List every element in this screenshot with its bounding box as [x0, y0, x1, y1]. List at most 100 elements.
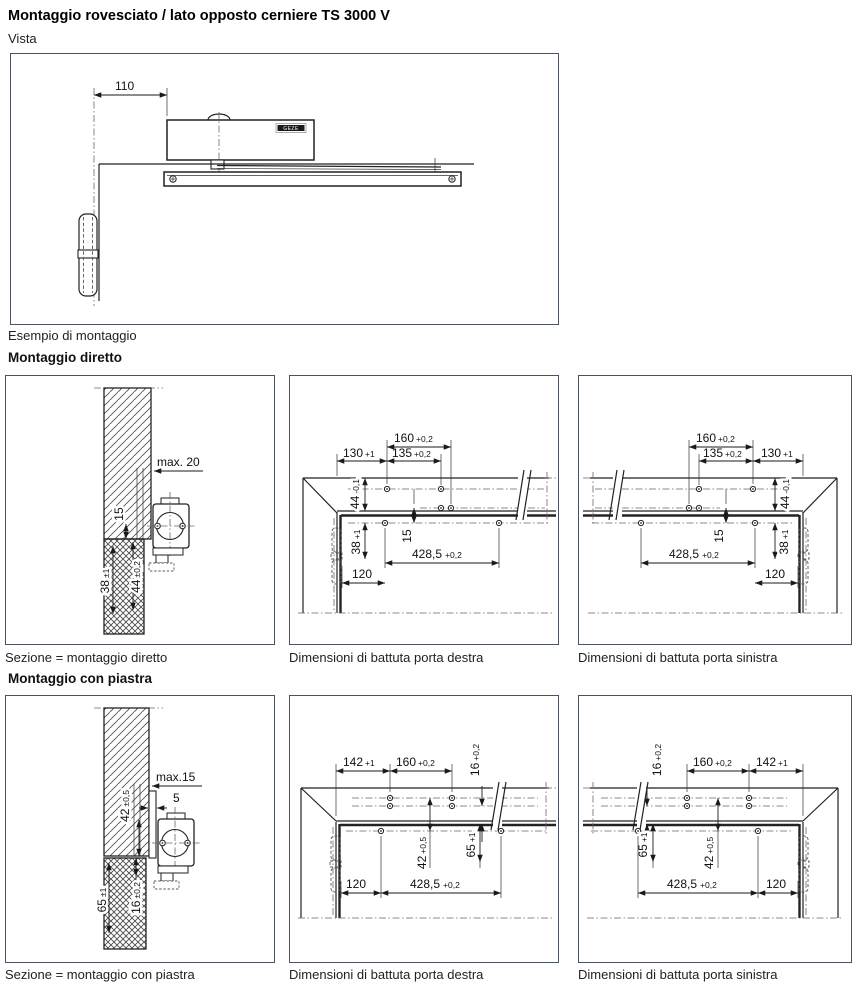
- dim-65-label: 65±1: [95, 887, 109, 912]
- sezione-diretto-panel: max. 20 15 38±1: [5, 375, 275, 645]
- dim-16-label: 16±0,2: [129, 882, 143, 914]
- dim-38: 38+1: [347, 523, 368, 559]
- dim-44: 44-0,1: [772, 476, 795, 512]
- dim-142-label: 142+1: [343, 755, 375, 769]
- dim-38: 38±1: [96, 546, 116, 614]
- dim-160-label: 160+0,2: [696, 431, 735, 445]
- dim-120-label: 120: [766, 877, 786, 891]
- dim-65-label: 65+1: [464, 832, 478, 857]
- frame-outline: [583, 787, 839, 918]
- page-title: Montaggio rovesciato / lato opposto cern…: [8, 8, 390, 24]
- vista-caption: Esempio di montaggio: [8, 328, 137, 343]
- battuta-sinistra-diretto-panel: 160+0,2 135+0,2 130+1 44-0,1 15: [578, 375, 852, 645]
- dim-160: 160+0,2: [688, 431, 754, 504]
- dim-42: 42+0,5: [700, 798, 721, 872]
- dim-42-label: 42+0,5: [702, 837, 716, 869]
- centerlines: [298, 472, 552, 614]
- dim-max15-label: max.15: [156, 770, 196, 784]
- hinge: [329, 835, 342, 893]
- dim-15: 15: [398, 489, 417, 545]
- closer-bracket: [152, 807, 200, 890]
- dim-160-label: 160+0,2: [693, 755, 732, 769]
- battuta-destra-piastra-drawing: 142+1 160+0,2 16+0,2 42+0,5 65+1: [298, 741, 556, 919]
- fixing-holes: [377, 794, 505, 835]
- dim-120: 120: [758, 877, 799, 898]
- dim-16: 16+0,2: [466, 741, 485, 842]
- dim-428: 428,5+0,2: [640, 528, 756, 568]
- dim-16-label: 16+0,2: [650, 744, 664, 776]
- hinge: [797, 835, 810, 893]
- geze-logo: GEZE: [275, 123, 307, 133]
- dim-120: 120: [755, 566, 799, 588]
- hinge: [797, 527, 810, 585]
- dim-428: 428,5+0,2: [384, 528, 500, 568]
- dim-160-label: 160+0,2: [396, 755, 435, 769]
- sezione-piastra-caption: Sezione = montaggio con piastra: [5, 967, 195, 982]
- dim-15-label: 15: [712, 529, 726, 543]
- frame-outline: [300, 787, 556, 918]
- dim-120: 120: [340, 836, 382, 898]
- sezione-diretto-drawing: max. 20 15 38±1: [94, 387, 203, 635]
- break-marks: [515, 469, 532, 521]
- dim-44-label: 44±0,2: [129, 561, 143, 593]
- frame-section: [94, 387, 163, 540]
- dim-142-label: 142+1: [756, 755, 788, 769]
- dim-44: 44±0,2: [127, 542, 146, 610]
- dim-max15: max.15: [152, 768, 202, 789]
- dim-135-130: 135+0,2 130+1: [698, 446, 804, 485]
- dim-428: 428,5+0,2: [637, 836, 759, 898]
- dim-120-label: 120: [765, 567, 785, 581]
- piastra-heading: Montaggio con piastra: [8, 671, 153, 686]
- dim-15-label: 15: [400, 529, 414, 543]
- dim-15: 15: [710, 489, 729, 545]
- dim-max20: max. 20: [154, 453, 203, 474]
- dim-65: 65±1: [93, 863, 112, 933]
- dim-15-label: 15: [112, 507, 126, 521]
- dim-428-label: 428,5+0,2: [667, 877, 717, 891]
- dim-5: 5: [139, 789, 183, 811]
- sezione-piastra-panel: max.15 5 42±0,5: [5, 695, 275, 963]
- break-marks: [632, 781, 649, 831]
- dim-65: 65+1: [462, 824, 483, 868]
- dim-120-label: 120: [346, 877, 366, 891]
- destra-diretto-caption: Dimensioni di battuta porta destra: [289, 650, 484, 665]
- destra-piastra-caption: Dimensioni di battuta porta destra: [289, 967, 484, 982]
- dim-44-label: 44-0,1: [778, 479, 792, 509]
- battuta-destra-diretto-panel: 160+0,2 130+1 135+0,2 44-0,1 15: [289, 375, 559, 645]
- dim-135-label: 135+0,2: [392, 446, 431, 460]
- dim-428: 428,5+0,2: [381, 836, 502, 898]
- break-marks: [608, 469, 625, 521]
- dim-42: 42+0,5: [413, 798, 433, 872]
- vista-label: Vista: [8, 31, 37, 46]
- hinge: [330, 527, 343, 585]
- dim-42: 42±0,5: [116, 787, 142, 856]
- dim-110-label: 110: [115, 79, 134, 93]
- fixing-holes: [634, 794, 762, 835]
- slide-rail: [163, 171, 462, 187]
- battuta-destra-diretto-drawing: 160+0,2 130+1 135+0,2 44-0,1 15: [298, 431, 556, 614]
- sezione-diretto-caption: Sezione = montaggio diretto: [5, 650, 168, 665]
- dim-135-label: 135+0,2: [703, 446, 742, 460]
- closer-bracket: [147, 492, 195, 572]
- vista-panel: 110 GEZE: [10, 53, 559, 325]
- dim-428-label: 428,5+0,2: [410, 877, 460, 891]
- dim-5-label: 5: [173, 791, 180, 805]
- dim-110: 110: [94, 79, 168, 116]
- dim-120-label: 120: [352, 567, 372, 581]
- dim-38-label: 38+1: [777, 529, 791, 554]
- dim-44-label: 44-0,1: [348, 479, 362, 509]
- dim-130-label: 130+1: [343, 446, 375, 460]
- door-reference-line: [98, 163, 474, 301]
- dim-38: 38+1: [772, 523, 794, 559]
- dim-130-135: 130+1 135+0,2: [336, 446, 442, 485]
- dim-15: 15: [110, 505, 129, 539]
- sinistra-piastra-caption: Dimensioni di battuta porta sinistra: [578, 967, 778, 982]
- sinistra-diretto-caption: Dimensioni di battuta porta sinistra: [578, 650, 778, 665]
- battuta-sinistra-piastra-panel: 160+0,2 142+1 16+0,2 42+0,5 65+1: [578, 695, 852, 963]
- dim-42-label: 42+0,5: [415, 837, 429, 869]
- diretto-heading: Montaggio diretto: [8, 350, 122, 365]
- dim-120: 120: [341, 566, 385, 588]
- dim-160: 160+0,2: [386, 431, 452, 504]
- dim-16: 16±0,2: [127, 858, 146, 916]
